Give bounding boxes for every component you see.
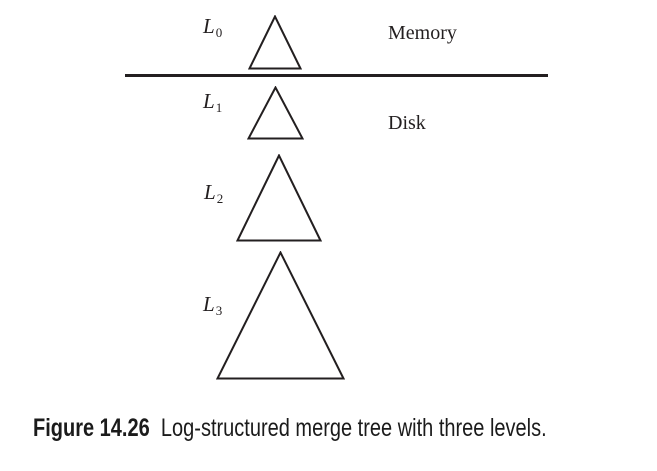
level-2-label: L2: [204, 180, 224, 206]
level-1-label: L1: [203, 89, 223, 115]
figure-caption: Figure 14.26 Log-structured merge tree wi…: [33, 414, 547, 443]
disk-region-label: Disk: [388, 112, 426, 134]
level-2-label-subscript: 2: [216, 191, 224, 206]
figure-caption-text: Log-structured merge tree with three lev…: [160, 414, 547, 442]
memory-disk-divider-line: [125, 74, 548, 77]
level-1-label-subscript: 1: [215, 100, 223, 115]
level-2-label-base: L: [204, 180, 216, 204]
level-0-label-base: L: [203, 14, 215, 38]
level-0-triangle: [248, 15, 302, 70]
level-3-triangle: [216, 251, 345, 380]
level-3-label-base: L: [203, 292, 215, 316]
level-2-triangle: [236, 154, 322, 242]
level-1-triangle: [247, 86, 304, 140]
level-3-label-subscript: 3: [215, 303, 223, 318]
memory-region-label: Memory: [388, 22, 457, 44]
level-3-label: L3: [203, 292, 223, 318]
level-0-label: L0: [203, 14, 223, 40]
level-1-label-base: L: [203, 89, 215, 113]
level-0-label-subscript: 0: [215, 25, 223, 40]
figure-caption-number: Figure 14.26: [33, 414, 150, 442]
